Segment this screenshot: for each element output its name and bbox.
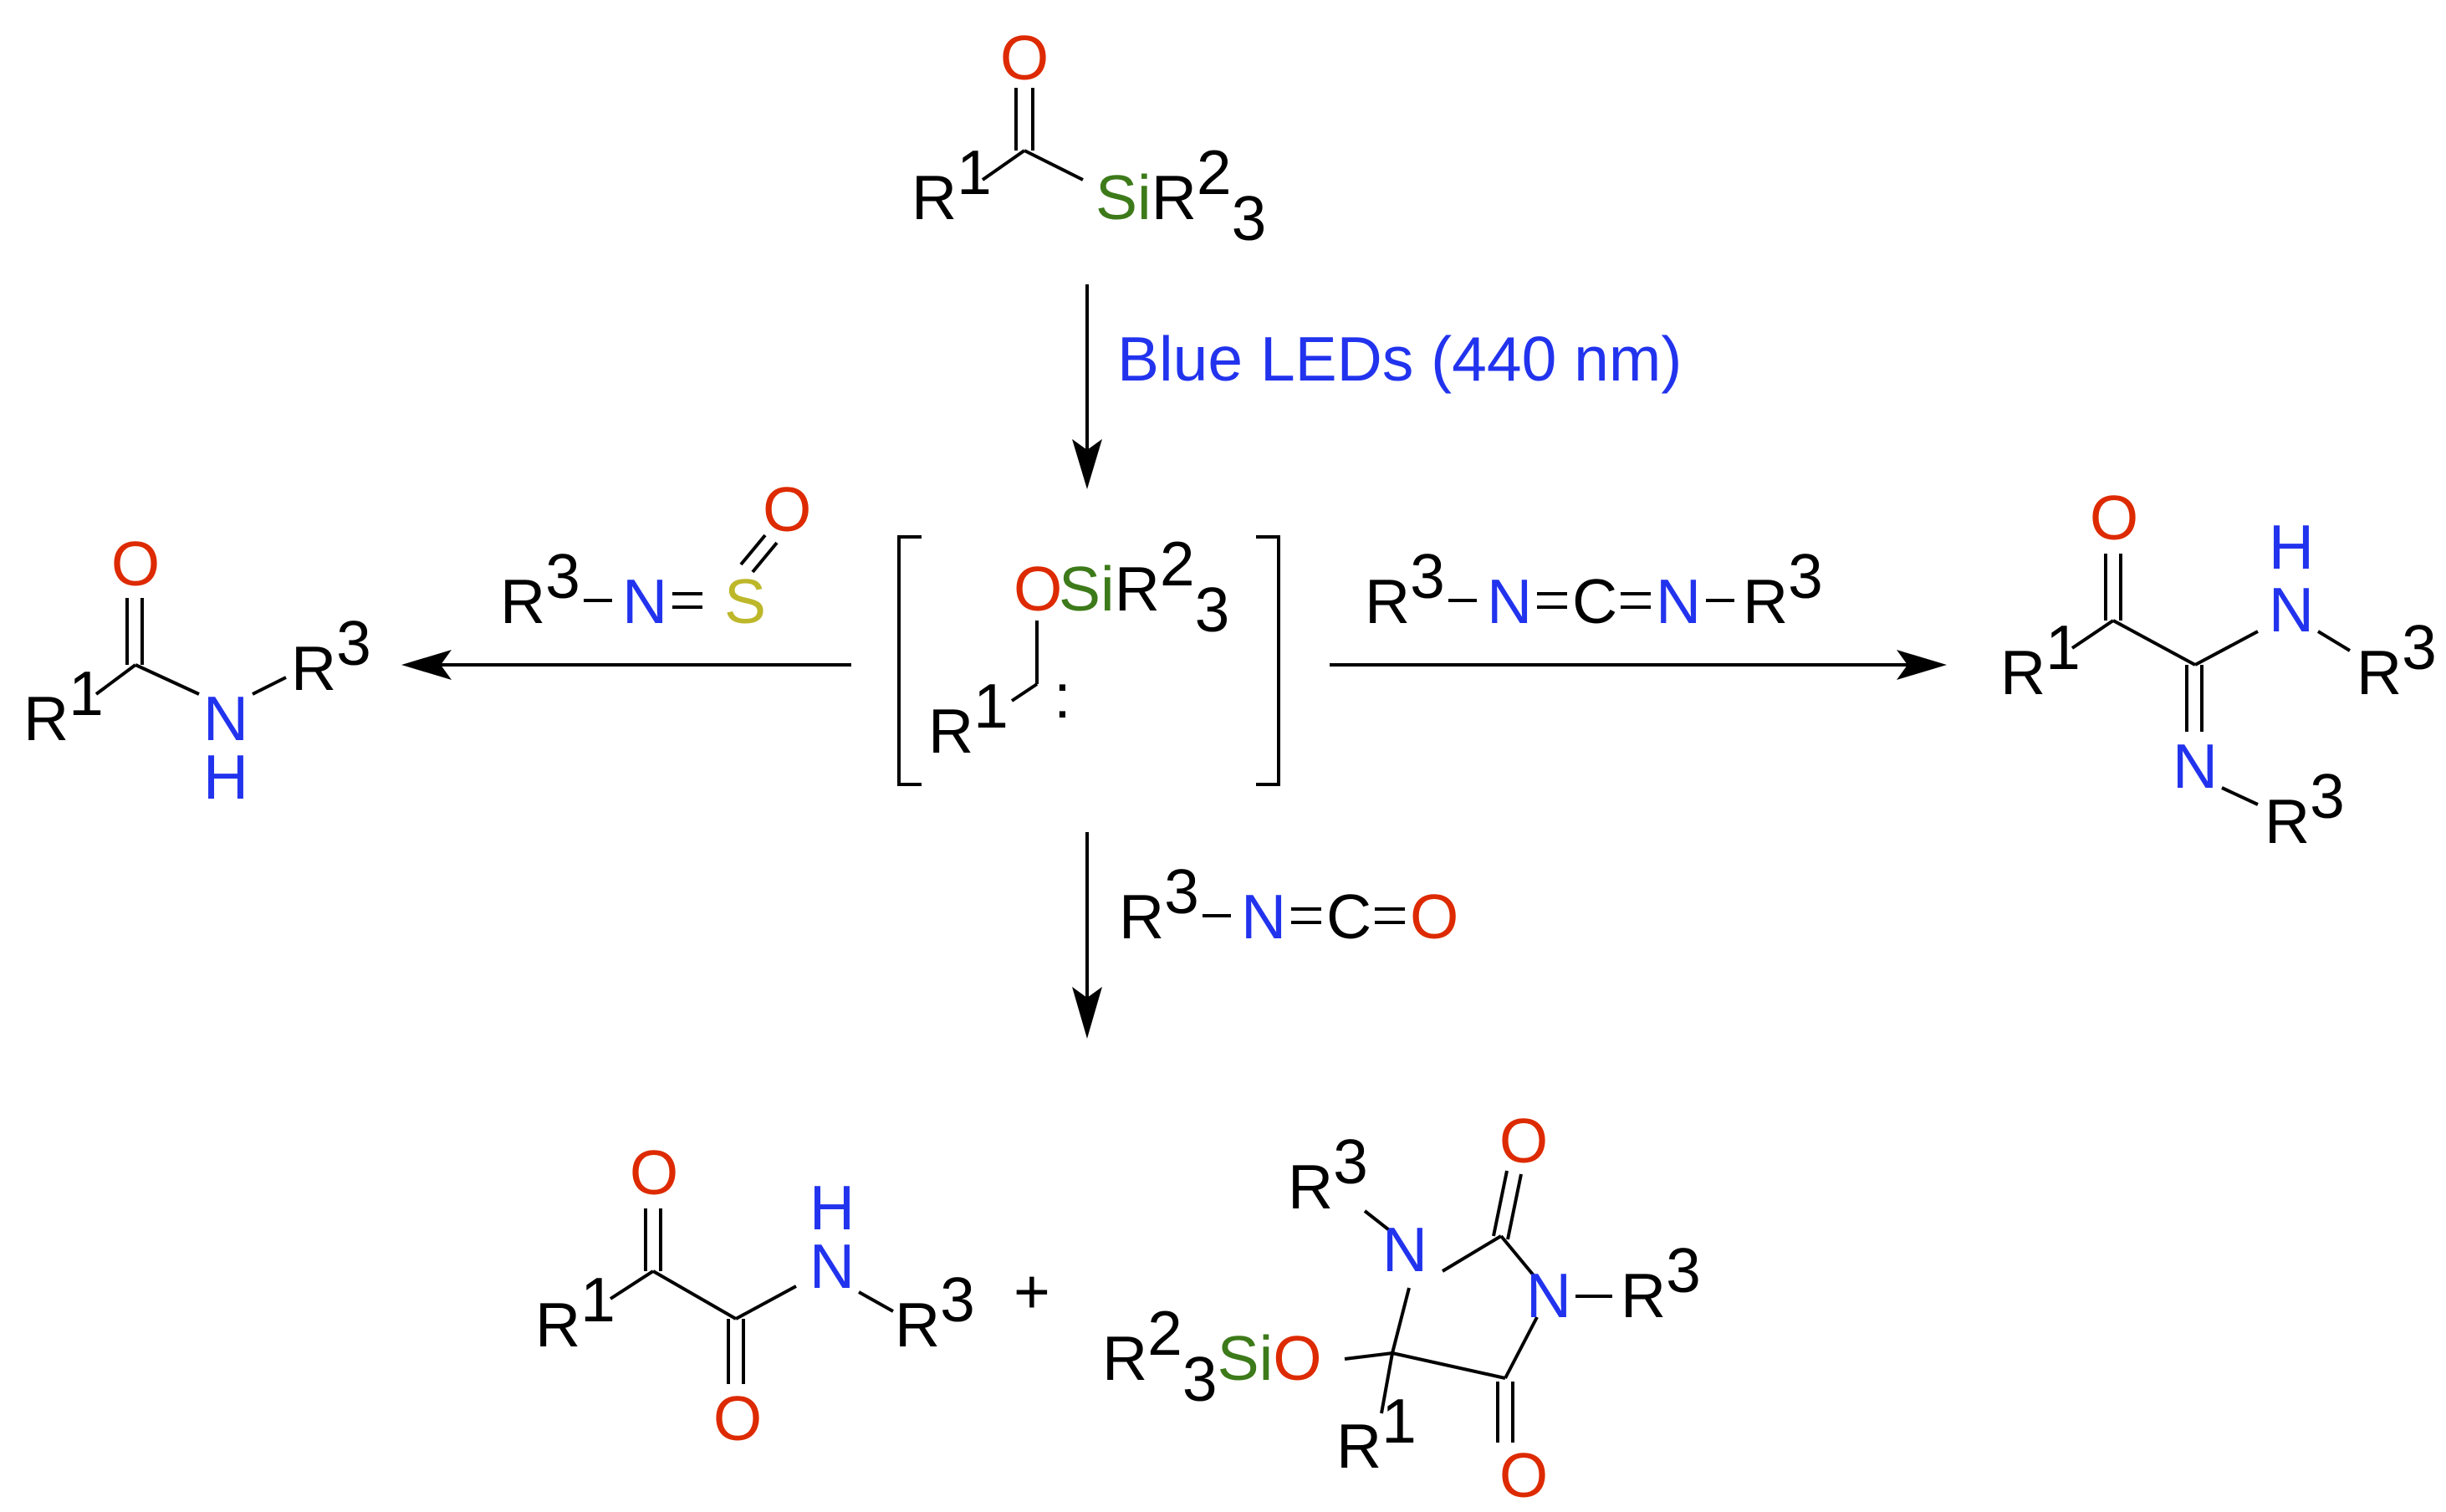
bond-c2o-a <box>1492 1170 1509 1237</box>
bond-c2o-b <box>1506 1173 1523 1240</box>
arrow-head <box>1897 650 1947 680</box>
bond-c-r1 <box>94 663 137 696</box>
r3-group: R3 <box>2357 612 2437 707</box>
arrow-head <box>1072 987 1102 1039</box>
arrow-head <box>401 650 452 680</box>
sir23-group: SiR23 <box>1059 529 1229 645</box>
atom-nitrogen: N <box>1526 1260 1571 1331</box>
bond-c-n <box>735 1285 797 1320</box>
r3-group: R3 <box>1288 1126 1368 1222</box>
r3-group: R3 <box>291 608 371 703</box>
bond-so-a <box>739 534 767 566</box>
r3-group: R3 <box>895 1264 975 1360</box>
atom-oxygen: O <box>1499 1440 1548 1510</box>
atom-oxygen: O <box>1000 23 1049 93</box>
r3-group: R3 <box>1743 541 1823 636</box>
bond-c-r1 <box>609 1269 655 1300</box>
sir23-group: SiR23 <box>1095 137 1266 253</box>
atom-oxygen: O <box>630 1137 678 1208</box>
carbene-lone-pair: : <box>1054 661 1071 731</box>
bond-c-r1 <box>2071 619 2115 650</box>
r1-group: R1 <box>912 137 992 232</box>
ketoamide-product: O R1 O H N R3 <box>535 1137 975 1453</box>
bond-n3-c4 <box>1504 1316 1539 1379</box>
atom-nitrogen: N <box>2269 575 2314 645</box>
bond-n1-c2 <box>1441 1234 1503 1273</box>
atom-nitrogen: N <box>1241 881 1286 952</box>
bond-c-nh <box>2194 630 2259 667</box>
bond-c4-c5 <box>1392 1351 1506 1380</box>
r3-group: R3 <box>500 541 580 636</box>
r23sio-group: R23SiO <box>1102 1298 1322 1414</box>
r3-group: R3 <box>1119 856 1199 952</box>
bond-nh-r3 <box>2316 630 2352 652</box>
carbodiimide-reagent: R3 N C N R3 <box>1365 541 1823 636</box>
atom-nitrogen: N <box>203 683 248 753</box>
bond-c-n <box>135 663 200 696</box>
down-arrow <box>1072 832 1102 1039</box>
atom-carbon: C <box>1572 566 1617 636</box>
bond-c-si <box>1024 149 1084 181</box>
atom-nitrogen: N <box>1656 566 1701 636</box>
r3-group: R3 <box>1365 541 1445 636</box>
bond-n-r3 <box>252 676 287 696</box>
atom-nitrogen: N <box>622 566 667 636</box>
right-bracket <box>1256 535 1280 786</box>
atom-nitrogen: N <box>1382 1214 1427 1285</box>
bond-c-r1 <box>981 149 1026 181</box>
atom-oxygen: O <box>1499 1106 1548 1176</box>
r1-group: R1 <box>1336 1386 1417 1481</box>
bond-c5-n1 <box>1391 1287 1411 1354</box>
atom-hydrogen: H <box>809 1172 855 1243</box>
bond-c5-o <box>1344 1351 1393 1361</box>
r3-group: R3 <box>1621 1235 1701 1331</box>
atom-nitrogen: N <box>809 1231 855 1301</box>
photolysis-arrow <box>1072 284 1102 489</box>
acylsilane-starting-material: O R1 SiR23 <box>912 23 1266 253</box>
bond-c-r1 <box>1010 682 1039 702</box>
atom-sulfur: S <box>724 566 766 636</box>
bond-c5-r1 <box>1380 1352 1394 1414</box>
plus-sign: + <box>1014 1256 1050 1326</box>
left-arrow <box>401 650 851 680</box>
atom-oxygen: O <box>713 1383 762 1453</box>
bond-n1-r3 <box>1363 1209 1390 1231</box>
amide-product: O R1 N H R3 <box>23 529 371 812</box>
right-arrow <box>1330 650 1947 680</box>
condition-label: Blue LEDs (440 nm) <box>1117 324 1682 394</box>
r1-group: R1 <box>23 658 104 753</box>
sulfinylamine-reagent: R3 N S O <box>500 474 811 636</box>
atom-oxygen: O <box>1014 554 1062 624</box>
bond-c2-n3 <box>1499 1234 1539 1281</box>
atom-oxygen: O <box>1410 881 1458 952</box>
arrow-head <box>1072 439 1102 489</box>
bond-c-c <box>652 1269 737 1320</box>
atom-carbon: C <box>1326 881 1371 952</box>
r1-group: R1 <box>2000 612 2081 707</box>
left-bracket <box>897 535 922 786</box>
bond-so-b <box>751 541 779 574</box>
bond-c-c <box>2112 619 2196 667</box>
amidine-product: O R1 H N R3 N R3 <box>2000 483 2437 856</box>
atom-hydrogen: H <box>203 742 248 812</box>
atom-oxygen: O <box>111 529 160 599</box>
r1-group: R1 <box>928 671 1009 766</box>
atom-nitrogen: N <box>1487 566 1532 636</box>
atom-nitrogen: N <box>2173 731 2218 801</box>
atom-oxygen: O <box>763 474 811 544</box>
hydantoin-product: O O N R3 N R3 R23SiO R1 <box>1102 1106 1701 1510</box>
atom-hydrogen: H <box>2269 512 2314 582</box>
isocyanate-reagent: R3 N C O <box>1119 856 1458 952</box>
bond-n-r3 <box>2221 786 2259 806</box>
bond-n-r3 <box>858 1290 894 1313</box>
siloxycarbene-intermediate: O SiR23 : R1 <box>897 529 1280 786</box>
atom-oxygen: O <box>2090 483 2138 553</box>
r3-group: R3 <box>2265 761 2345 856</box>
r1-group: R1 <box>535 1264 615 1360</box>
